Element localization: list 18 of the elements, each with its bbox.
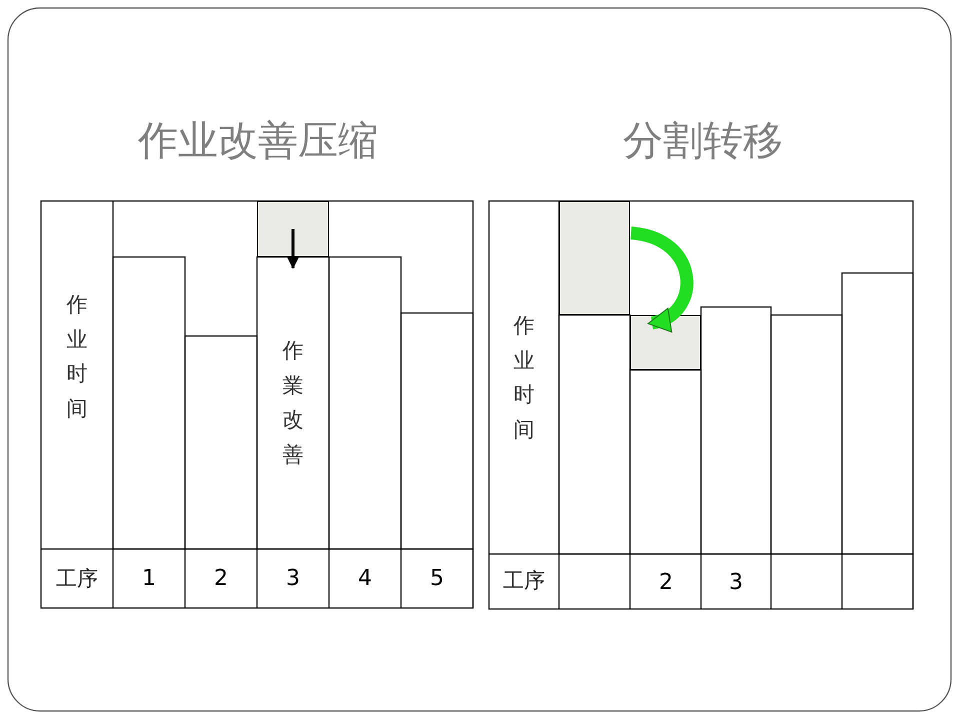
process-number: 3 xyxy=(286,568,300,590)
shaded-block xyxy=(630,315,701,370)
process-number: 4 xyxy=(358,568,372,590)
process-number: 2 xyxy=(214,568,228,590)
shaded-block xyxy=(257,201,329,257)
shaded-block xyxy=(559,201,630,315)
axis-label: 工序 xyxy=(503,570,545,592)
bar-label: 作業改善 xyxy=(282,338,304,469)
process-number: 3 xyxy=(729,572,743,594)
process-number: 5 xyxy=(430,568,444,590)
process-number: 1 xyxy=(142,568,156,590)
heading: 作业改善压缩 xyxy=(138,121,378,161)
axis-label: 工序 xyxy=(56,568,98,590)
process-number: 2 xyxy=(659,572,673,594)
curved-arrow xyxy=(630,226,694,330)
heading: 分割转移 xyxy=(623,121,783,161)
axis-label: 作业时间 xyxy=(514,312,534,444)
axis-label: 作业时间 xyxy=(66,292,88,423)
